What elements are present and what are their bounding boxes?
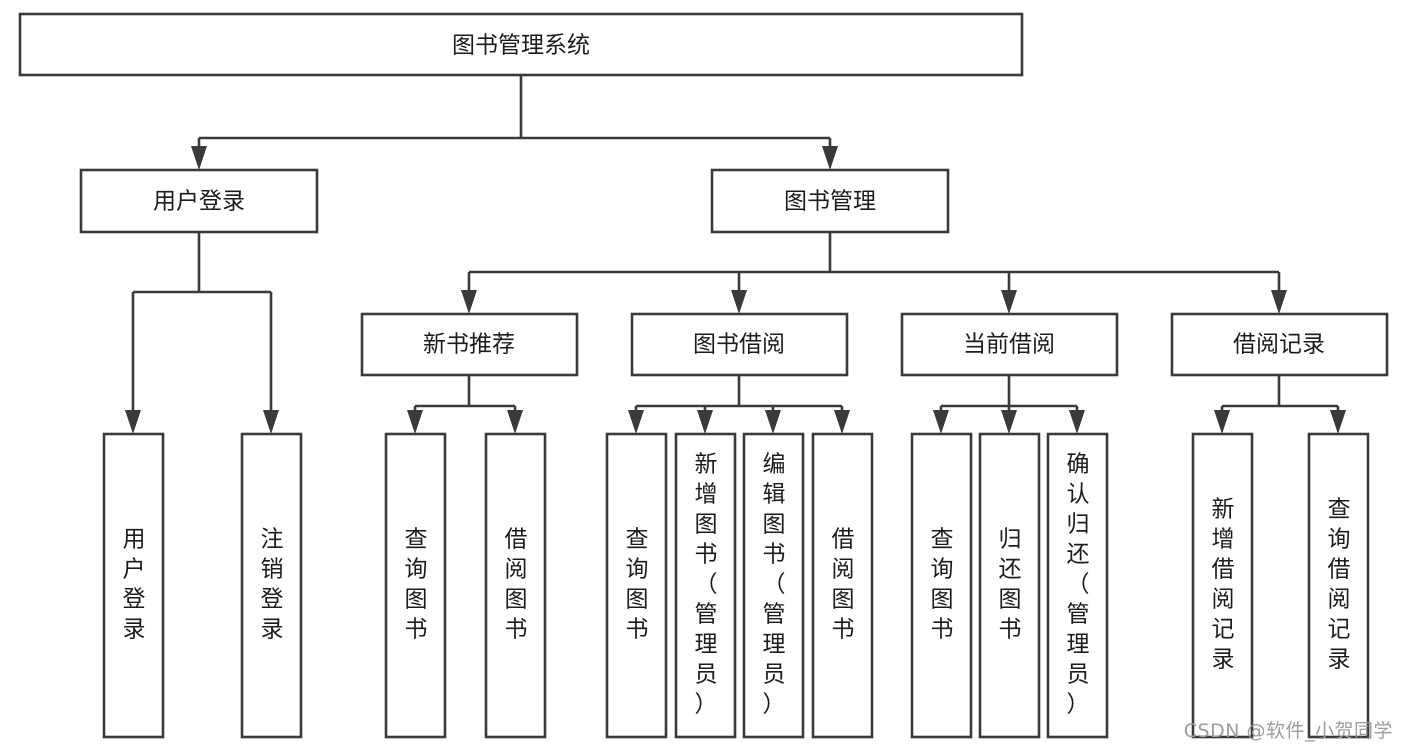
node-leaf-6-box[interactable] [674, 432, 737, 739]
arrow-head-leaf-3 [407, 410, 423, 434]
node-current-borrow[interactable]: 当前借阅 [900, 312, 1119, 377]
node-book-manage-box[interactable] [710, 168, 950, 234]
node-leaf-6[interactable]: 新增图书（管理员） [674, 432, 737, 739]
node-user-login-label: 用户登录 [153, 189, 245, 215]
arrow-head-leaf-10 [1001, 410, 1017, 434]
node-book-borrow-label: 图书借阅 [693, 332, 785, 358]
node-book-manage-label: 图书管理 [784, 189, 876, 215]
arrow-head-leaf-7 [765, 410, 781, 434]
arrow-head-leaf-9 [933, 410, 949, 434]
connector-layer [125, 75, 1346, 434]
node-borrow-record[interactable]: 借阅记录 [1170, 312, 1389, 377]
node-leaf-8-box[interactable] [811, 432, 874, 739]
node-current-borrow-box[interactable] [900, 312, 1119, 377]
arrow-head-leaf-11 [1069, 410, 1085, 434]
node-leaf-11[interactable]: 确认归还（管理员） [1046, 432, 1109, 739]
node-book-borrow[interactable]: 图书借阅 [630, 312, 849, 377]
arrow-head-leaf-8 [834, 410, 850, 434]
node-new-book-rec[interactable]: 新书推荐 [360, 312, 579, 377]
node-book-borrow-box[interactable] [630, 312, 849, 377]
node-leaf-12-label: 新增借阅记录 [1212, 497, 1235, 673]
node-leaf-5-box[interactable] [605, 432, 668, 739]
node-leaf-10-label: 归还图书 [999, 527, 1022, 643]
arrow-head-leaf-5 [628, 410, 644, 434]
node-leaf-8[interactable]: 借阅图书 [811, 432, 874, 739]
node-leaf-2-label: 注销登录 [261, 527, 284, 643]
arrow-head-book-manage [822, 146, 838, 170]
node-leaf-9-box[interactable] [910, 432, 973, 739]
node-leaf-13-label: 查询借阅记录 [1328, 497, 1351, 673]
node-user-login-box[interactable] [79, 168, 319, 234]
node-leaf-1-label: 用户登录 [123, 527, 146, 643]
node-leaf-6-label: 新增图书（管理员） [695, 452, 718, 718]
node-new-book-rec-box[interactable] [360, 312, 579, 377]
arrow-head-leaf-13 [1330, 410, 1346, 434]
node-leaf-13[interactable]: 查询借阅记录 [1307, 432, 1370, 739]
node-leaf-3[interactable]: 查询图书 [384, 432, 447, 739]
node-leaf-3-box[interactable] [384, 432, 447, 739]
arrow-head-user-login [191, 146, 207, 170]
node-leaf-12-box[interactable] [1191, 432, 1254, 739]
node-leaf-9-label: 查询图书 [931, 527, 954, 643]
node-leaf-13-box[interactable] [1307, 432, 1370, 739]
node-leaf-4[interactable]: 借阅图书 [484, 432, 547, 739]
node-leaf-11-box[interactable] [1046, 432, 1109, 739]
arrow-head-new-book-rec [461, 290, 477, 314]
arrow-head-leaf-6 [697, 410, 713, 434]
node-borrow-record-box[interactable] [1170, 312, 1389, 377]
node-leaf-10-box[interactable] [978, 432, 1041, 739]
node-current-borrow-label: 当前借阅 [963, 332, 1055, 358]
node-root-label: 图书管理系统 [452, 33, 590, 59]
node-leaf-3-label: 查询图书 [405, 527, 428, 643]
node-leaf-4-box[interactable] [484, 432, 547, 739]
node-leaf-10[interactable]: 归还图书 [978, 432, 1041, 739]
node-leaf-8-label: 借阅图书 [832, 527, 855, 643]
arrow-head-leaf-4 [507, 410, 523, 434]
node-leaf-5[interactable]: 查询图书 [605, 432, 668, 739]
arrow-head-borrow-record [1271, 290, 1287, 314]
node-leaf-5-label: 查询图书 [626, 527, 649, 643]
node-leaf-1[interactable]: 用户登录 [102, 432, 165, 739]
node-leaf-9[interactable]: 查询图书 [910, 432, 973, 739]
node-leaf-7[interactable]: 编辑图书（管理员） [742, 432, 805, 739]
node-root-box[interactable] [18, 12, 1024, 77]
node-leaf-4-label: 借阅图书 [505, 527, 528, 643]
arrow-head-leaf-12 [1214, 410, 1230, 434]
arrow-head-leaf-2 [263, 410, 279, 434]
node-new-book-rec-label: 新书推荐 [423, 332, 515, 358]
node-root[interactable]: 图书管理系统 [18, 12, 1024, 77]
node-borrow-record-label: 借阅记录 [1233, 332, 1325, 358]
arrow-head-leaf-1 [125, 410, 141, 434]
arrow-head-current-borrow [1001, 290, 1017, 314]
node-user-login[interactable]: 用户登录 [79, 168, 319, 234]
node-leaf-12[interactable]: 新增借阅记录 [1191, 432, 1254, 739]
node-leaf-11-label: 确认归还（管理员） [1067, 452, 1090, 718]
node-book-manage[interactable]: 图书管理 [710, 168, 950, 234]
node-leaf-7-label: 编辑图书（管理员） [763, 452, 786, 718]
node-leaf-7-box[interactable] [742, 432, 805, 739]
node-leaf-1-box[interactable] [102, 432, 165, 739]
node-leaf-2[interactable]: 注销登录 [240, 432, 303, 739]
node-leaf-2-box[interactable] [240, 432, 303, 739]
arrow-head-book-borrow [731, 290, 747, 314]
